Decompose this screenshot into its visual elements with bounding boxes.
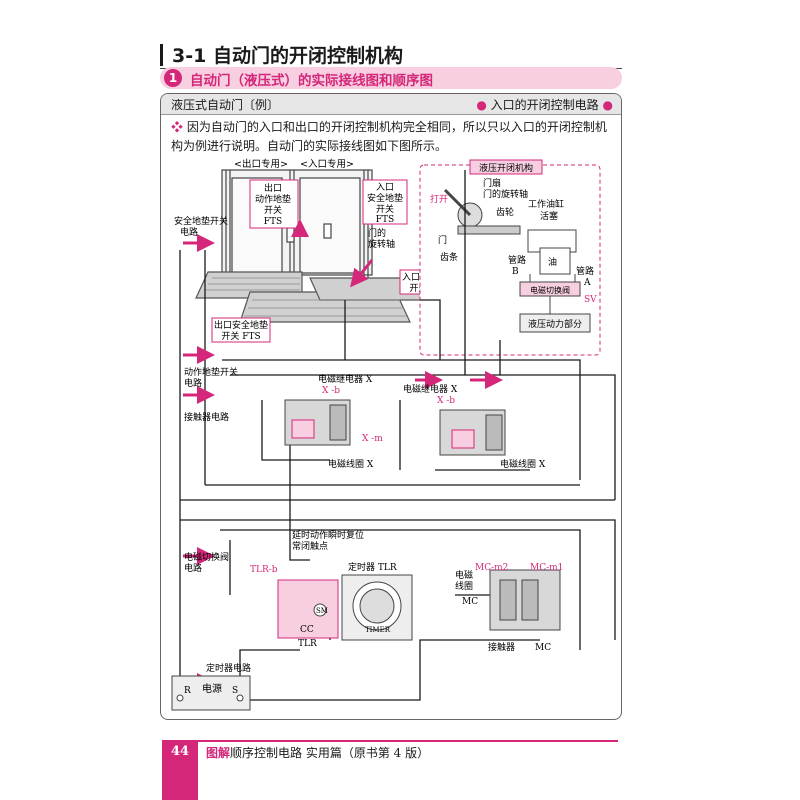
content-header-right-text: 入口的开闭控制电路 — [490, 98, 599, 112]
bullet-dot-icon: ● — [602, 98, 613, 112]
mc-m2-label: MC-m2 — [475, 563, 508, 573]
svg-text:齿条: 齿条 — [440, 251, 458, 263]
contactor-circuit-label: 接触器电路 — [184, 411, 229, 423]
rotating-shaft-label-1: 门的 — [368, 227, 386, 239]
power-block — [171, 675, 251, 711]
svg-text:齿轮: 齿轮 — [496, 206, 514, 218]
intro-paragraph: ❖ 因为自动门的入口和出口的开闭控制机构完全相同，所以只以入口的开闭控制机构为例… — [171, 118, 611, 156]
footer-line — [198, 740, 618, 742]
svg-text:开关: 开关 — [264, 204, 282, 216]
relay-x1 — [284, 399, 351, 446]
contactor-block — [489, 569, 561, 631]
action-mat-circuit-1: 动作地垫开关 — [184, 366, 238, 378]
sm-label: SM — [316, 607, 328, 615]
svg-text:FTS: FTS — [376, 215, 394, 225]
hydraulic-mechanism: 液压开闭机构 打开 门扇 门的旋转轴 齿轮 工作油缸 活塞 门 齿条 油 管路 … — [419, 159, 601, 356]
coil-label-1: 电磁 — [455, 569, 473, 581]
entry-safety-label: 入口 安全地垫 开关 FTS — [362, 179, 408, 225]
x1b-label: X -b — [322, 386, 340, 396]
exit-safety-mat-label: 出口安全地垫 开关 FTS — [211, 317, 271, 343]
coil-x1-label: 电磁线圈 X — [328, 458, 374, 470]
svg-text:门的旋转轴: 门的旋转轴 — [483, 188, 528, 200]
footer-title-highlight: 图解 — [206, 746, 231, 760]
footer-title: 图解顺序控制电路 实用篇（原书第 4 版） — [206, 744, 429, 761]
content-header: 液压式自动门〔例〕 ● 入口的开闭控制电路 ● — [161, 94, 621, 115]
svg-text:门: 门 — [438, 234, 447, 246]
section-title: 3-1 自动门的开闭控制机构 — [172, 45, 403, 67]
coil-x2-label: 电磁线圈 X — [500, 458, 546, 470]
valve-circuit-1: 电磁切换阀 — [184, 551, 229, 563]
tlr-b-label: TLR-b — [250, 565, 278, 575]
svg-text:开关: 开关 — [376, 203, 394, 215]
subsection-number: 1 — [164, 69, 182, 87]
subsection-title: 自动门（液压式）的实际接线图和顺序图 — [190, 73, 433, 89]
svg-text:出口安全地垫: 出口安全地垫 — [214, 319, 268, 331]
valve-circuit-2: 电路 — [184, 562, 202, 574]
rotating-shaft-label-2: 旋转轴 — [368, 238, 395, 250]
svg-text:开关 FTS: 开关 FTS — [221, 330, 260, 342]
page-number: 44 — [170, 744, 190, 759]
svg-text:油: 油 — [548, 256, 557, 268]
svg-text:动作地垫: 动作地垫 — [255, 193, 291, 205]
content-header-left: 液压式自动门〔例〕 — [171, 98, 280, 112]
door-label-exit: <出口专用> — [234, 158, 288, 170]
timer-block — [277, 574, 413, 641]
hydraulic-title: 液压开闭机构 — [479, 162, 533, 174]
diamond-bullet-icon: ❖ — [171, 120, 184, 134]
intro-text: 因为自动门的入口和出口的开闭控制机构完全相同，所以只以入口的开闭控制机构为例进行… — [171, 120, 607, 153]
svg-text:A: A — [583, 278, 591, 288]
svg-text:液压动力部分: 液压动力部分 — [528, 318, 582, 330]
mc-out-label: MC — [535, 643, 551, 653]
exit-switch-label: 出口 动作地垫 开关 FTS — [249, 179, 299, 229]
safety-mat-circuit-1: 安全地垫开关 — [174, 215, 228, 227]
mc-label: MC — [462, 597, 478, 607]
relay-x2 — [439, 409, 506, 456]
content-header-right: ● 入口的开闭控制电路 ● — [476, 96, 613, 113]
action-mat-circuit-2: 电路 — [184, 377, 202, 389]
timer-face-label: TIMER — [365, 626, 391, 634]
timer-contact-1: 延时动作瞬时复位 — [292, 529, 364, 541]
svg-text:出口: 出口 — [264, 182, 282, 194]
cc-label: CC — [300, 625, 314, 635]
svg-text:活塞: 活塞 — [540, 210, 558, 222]
svg-text:工作油缸: 工作油缸 — [528, 198, 564, 210]
svg-text:入口: 入口 — [376, 182, 394, 193]
coil-label-2: 线圈 — [455, 580, 473, 592]
svg-text:FTS: FTS — [264, 217, 282, 227]
timer-contact-2: 常闭触点 — [292, 540, 328, 552]
svg-text:管路: 管路 — [508, 254, 526, 266]
r-label: R — [184, 686, 191, 696]
relay-x2-label: 电磁继电器 X — [403, 383, 458, 395]
safety-mat-circuit-2: 电路 — [180, 226, 198, 238]
timer-circuit-label: 定时器电路 — [206, 662, 251, 674]
x2b-label: X -b — [437, 396, 455, 406]
section-bar — [160, 44, 163, 66]
svg-text:B: B — [512, 267, 519, 277]
svg-text:SV: SV — [584, 295, 597, 305]
mc-m1-label: MC-m1 — [530, 563, 563, 573]
timer-tlr-label: 定时器 TLR — [348, 561, 397, 573]
svg-text:安全地垫: 安全地垫 — [367, 192, 403, 204]
subsection-header: 1 自动门（液压式）的实际接线图和顺序图 — [160, 67, 622, 89]
page-number-tab: 44 — [162, 740, 198, 800]
svg-text:门扇: 门扇 — [483, 177, 501, 189]
svg-text:电磁切换阀: 电磁切换阀 — [530, 285, 570, 295]
s-label: S — [232, 686, 238, 696]
svg-text:打开: 打开 — [430, 193, 448, 205]
svg-text:管路: 管路 — [576, 265, 594, 277]
power-label: 电源 — [202, 682, 222, 695]
contactor-label: 接触器 — [488, 641, 515, 653]
x1m-label: X -m — [362, 434, 383, 444]
tlr-label: TLR — [298, 639, 317, 649]
bullet-dot-icon: ● — [476, 98, 487, 112]
relay-x1-label: 电磁继电器 X — [318, 373, 373, 385]
door-label-entry: <入口专用> — [300, 158, 354, 170]
footer-title-rest: 顺序控制电路 实用篇（原书第 4 版） — [230, 746, 430, 760]
